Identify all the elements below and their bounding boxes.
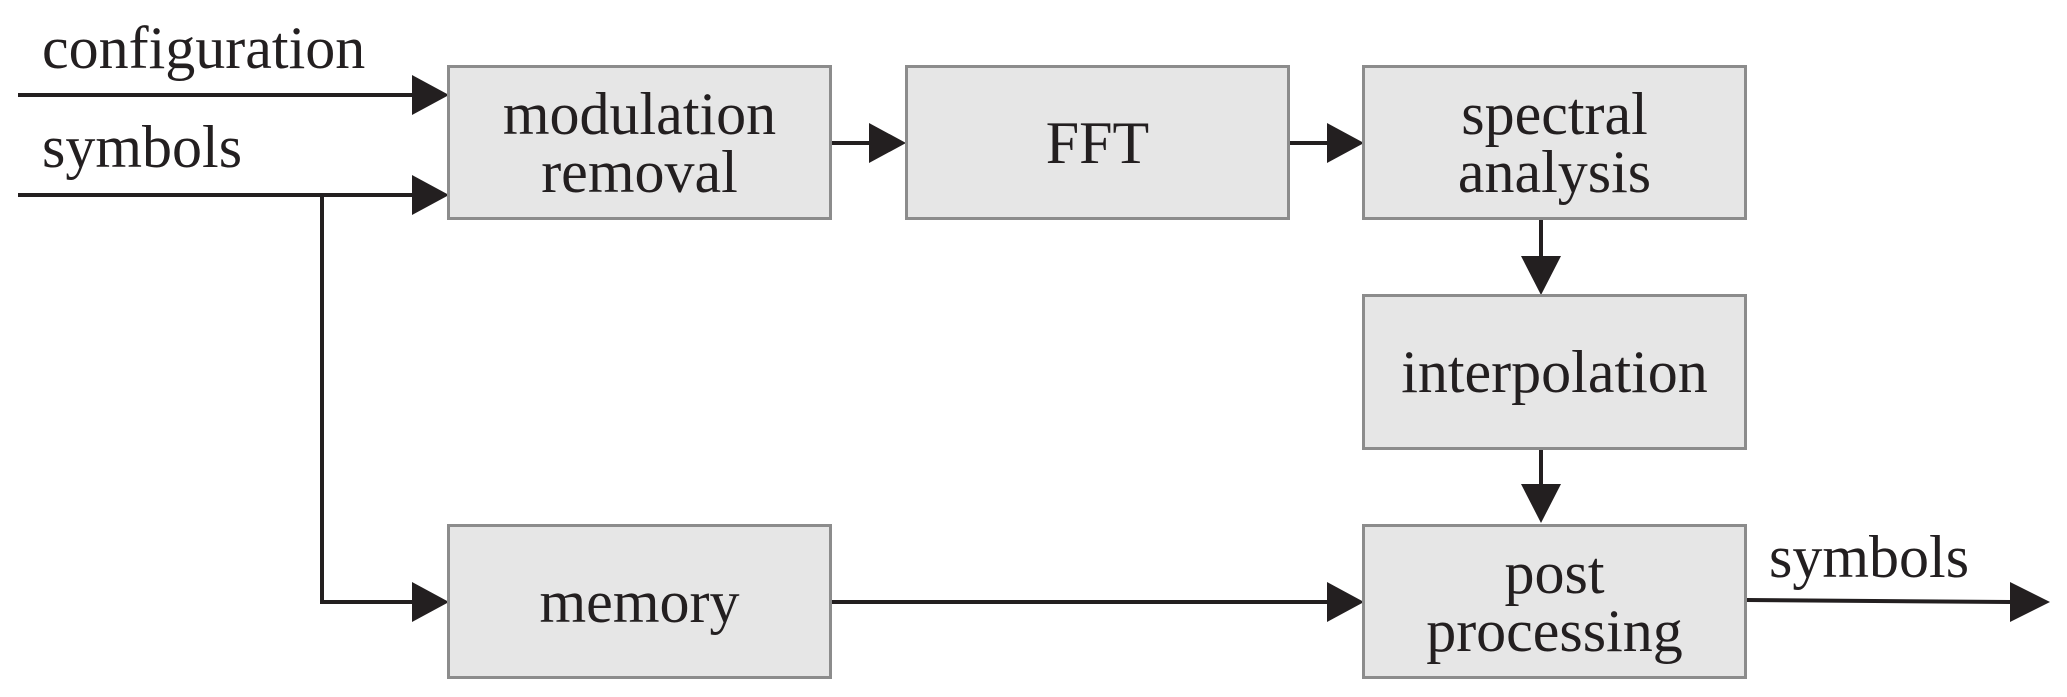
spectral-arrowhead [1327,123,1364,163]
modulation-removal-line-1: modulation [502,80,777,147]
modulation-removal-block: modulation removal [447,65,832,220]
post-processing-block: post processing [1362,524,1747,679]
post-processing-line-2: processing [1426,597,1683,664]
output-arrowhead [2010,582,2050,622]
fft-block: FFT [905,65,1290,220]
memory-label: memory [539,568,740,635]
configuration-input-label: configuration [42,15,366,81]
symbols-output-label: symbols [1769,524,1970,590]
symbols-arrowhead [412,175,449,215]
fft-arrowhead [869,123,906,163]
configuration-arrowhead [412,75,449,115]
symbols-branch-line [320,195,415,604]
fft-label: FFT [1045,109,1150,176]
symbols-input-label: symbols [42,114,243,180]
post-processing-memory-arrowhead [1327,582,1364,622]
spectral-analysis-line-2: analysis [1457,138,1652,205]
modulation-removal-line-2: removal [541,138,738,205]
interpolation-arrowhead [1521,256,1561,295]
memory-arrowhead [412,582,449,622]
memory-block: memory [447,524,832,679]
post-processing-arrowhead [1521,484,1561,523]
spectral-analysis-block: spectral analysis [1362,65,1747,220]
spectral-analysis-line-1: spectral [1461,80,1648,147]
post-processing-line-1: post [1504,539,1605,606]
interpolation-block: interpolation [1362,294,1747,450]
output-line [1746,598,2011,604]
interpolation-label: interpolation [1401,339,1708,405]
